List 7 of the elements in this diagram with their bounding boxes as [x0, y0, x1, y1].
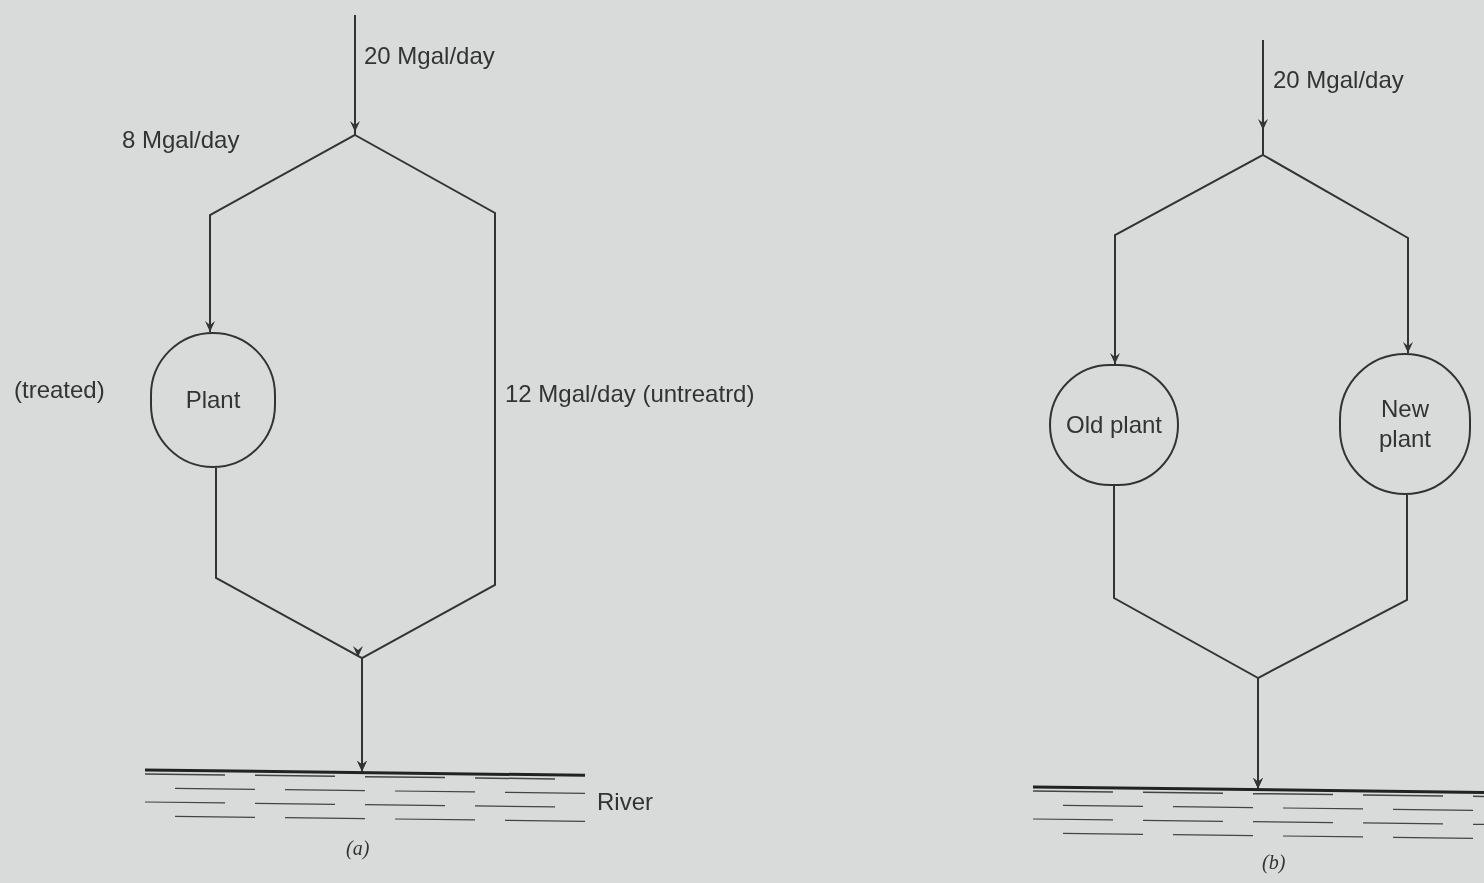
- flow-arrow: [1253, 494, 1408, 790]
- flow-rate-label: 20 Mgal/day: [1273, 68, 1404, 92]
- flow-rate-label: 20 Mgal/day: [364, 44, 495, 68]
- river-label: River: [597, 790, 653, 814]
- edge-label: 12 Mgal/day (untreatrd): [505, 382, 755, 406]
- node-note: (treated): [14, 378, 105, 402]
- edge-label: 8 Mgal/day: [122, 128, 240, 152]
